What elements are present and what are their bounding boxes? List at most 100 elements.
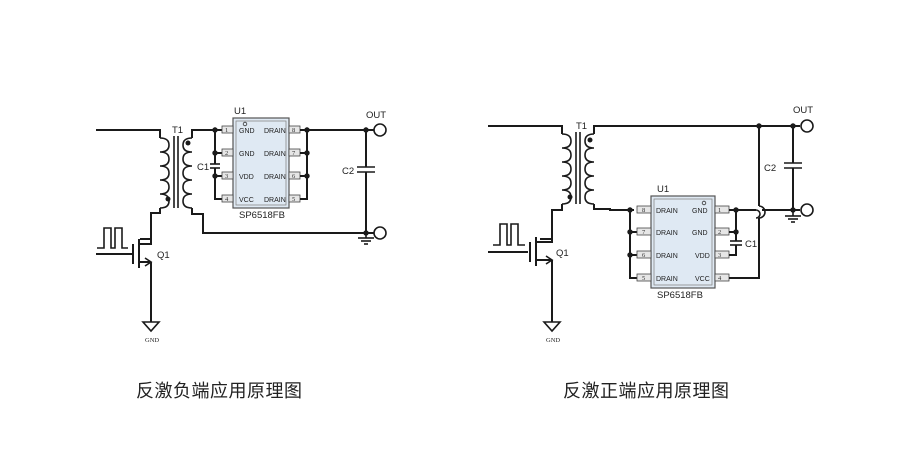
ic-u1: U1 SP6518FB 8 7 6 5 DRAIN DRAIN DRAIN DR… [636, 184, 730, 301]
secondary-polarity-dot [587, 137, 593, 143]
mosfet-q1-icon [529, 237, 554, 322]
out-terminal [800, 119, 814, 133]
wire-jump-icon [758, 205, 766, 219]
transformer-label: T1 [576, 121, 587, 132]
ic-part-label: SP6518FB [657, 290, 703, 301]
junction-dot [627, 252, 633, 258]
pin1-marker-icon [701, 200, 707, 206]
ground-triangle-icon [141, 321, 161, 333]
junction-dot [733, 229, 739, 235]
primary-to-drain-wire [540, 204, 563, 240]
earth-ground-icon [785, 210, 801, 223]
drain-pin-wire [300, 152, 307, 177]
pin1-marker-icon [242, 121, 248, 127]
ic-body-inner [235, 120, 287, 206]
primary-polarity-dot [165, 196, 171, 202]
c1-label: C1 [745, 239, 757, 250]
ground-terminal [800, 203, 814, 217]
ic-pin [636, 250, 652, 259]
c2-label: C2 [342, 166, 354, 177]
gnd-label: GND [145, 337, 159, 344]
pin-name: VDD [239, 174, 254, 181]
ic-body [650, 195, 716, 289]
ic-u1: U1 SP6518FB 1 2 3 4 GND GND VDD VCC 8 7 … [221, 106, 301, 221]
junction-dot [733, 207, 739, 213]
pin-number: 6 [292, 173, 296, 180]
q1-label: Q1 [157, 250, 170, 261]
pin-name: DRAIN [656, 276, 678, 283]
caption-negative-side: 反激负端应用原理图 [136, 381, 303, 402]
primary-input-wire [96, 129, 161, 138]
ic-body [232, 117, 290, 209]
pin-number: 6 [642, 252, 646, 259]
pin-name: DRAIN [656, 230, 678, 237]
drain-pin-wire [630, 231, 637, 256]
junction-dot [304, 173, 310, 179]
junction-dot [304, 150, 310, 156]
pin-number: 8 [292, 127, 295, 134]
ic-part-label: SP6518FB [239, 210, 285, 221]
pin-number: 4 [718, 275, 722, 282]
ic-pin [221, 125, 234, 134]
q1-label: Q1 [556, 248, 569, 259]
primary-coil [561, 133, 572, 205]
junction-dot [627, 207, 633, 213]
ground-terminal [373, 226, 387, 240]
output-wire [593, 125, 800, 134]
pin-number: 4 [225, 196, 229, 203]
circuit-negative-side: T1 C1 U1 SP6518FB [96, 106, 387, 344]
primary-input-wire [488, 125, 563, 134]
caption-positive-side: 反激正端应用原理图 [563, 381, 730, 402]
pin-number: 1 [225, 127, 228, 134]
pin-name: GND [692, 208, 708, 215]
pin-number: 5 [292, 196, 295, 203]
out-terminal [373, 123, 387, 137]
junction-dot [212, 173, 218, 179]
secondary-bottom-wire [593, 204, 634, 211]
pin-number: 2 [718, 229, 721, 236]
q1-drain-wire [140, 228, 152, 240]
pin-number: 3 [225, 173, 228, 180]
ic-ref-label: U1 [234, 106, 246, 117]
junction-dot [627, 229, 633, 235]
c1-bottom-wire [729, 245, 737, 256]
ic-pin [221, 148, 234, 157]
secondary-polarity-dot [185, 140, 191, 146]
ic-body-inner [653, 198, 713, 286]
pin-number: 2 [225, 150, 228, 157]
ic-pin [636, 227, 652, 236]
pin-number: 5 [642, 275, 645, 282]
pin-name: GND [692, 230, 708, 237]
pin-name: GND [239, 151, 255, 158]
secondary-bottom-wire [191, 208, 366, 234]
circuit-positive-side: T1 OUT U1 SP6518FB 8 7 6 5 [488, 105, 814, 344]
ic-ref-label: U1 [657, 184, 669, 195]
ic-pin [636, 205, 652, 214]
mosfet-q1-icon [132, 239, 153, 322]
secondary-coil [584, 133, 595, 205]
primary-polarity-dot [567, 194, 573, 200]
pin-name: DRAIN [264, 128, 286, 135]
junction-dot [212, 150, 218, 156]
gnd-label: GND [546, 337, 560, 344]
out-label: OUT [366, 110, 386, 121]
pin-name: DRAIN [264, 151, 286, 158]
pin-name: DRAIN [656, 253, 678, 260]
ic-pin [221, 171, 234, 180]
pin-number: 3 [718, 252, 721, 259]
c1-label: C1 [197, 162, 209, 173]
secondary-coil [182, 137, 193, 209]
pin-name: VCC [695, 276, 710, 283]
drain-bus-wire [300, 129, 308, 200]
pin-number: 7 [642, 229, 646, 236]
ground-triangle-icon [542, 321, 562, 333]
ic-pin [636, 273, 652, 282]
pin-name: DRAIN [264, 174, 286, 181]
pin-number: 8 [642, 207, 645, 214]
pwm-pulse-icon [97, 227, 128, 249]
pin-name: DRAIN [264, 197, 286, 204]
pin-name: VDD [695, 253, 710, 260]
vcc-wire [214, 176, 222, 200]
pin-name: DRAIN [656, 208, 678, 215]
